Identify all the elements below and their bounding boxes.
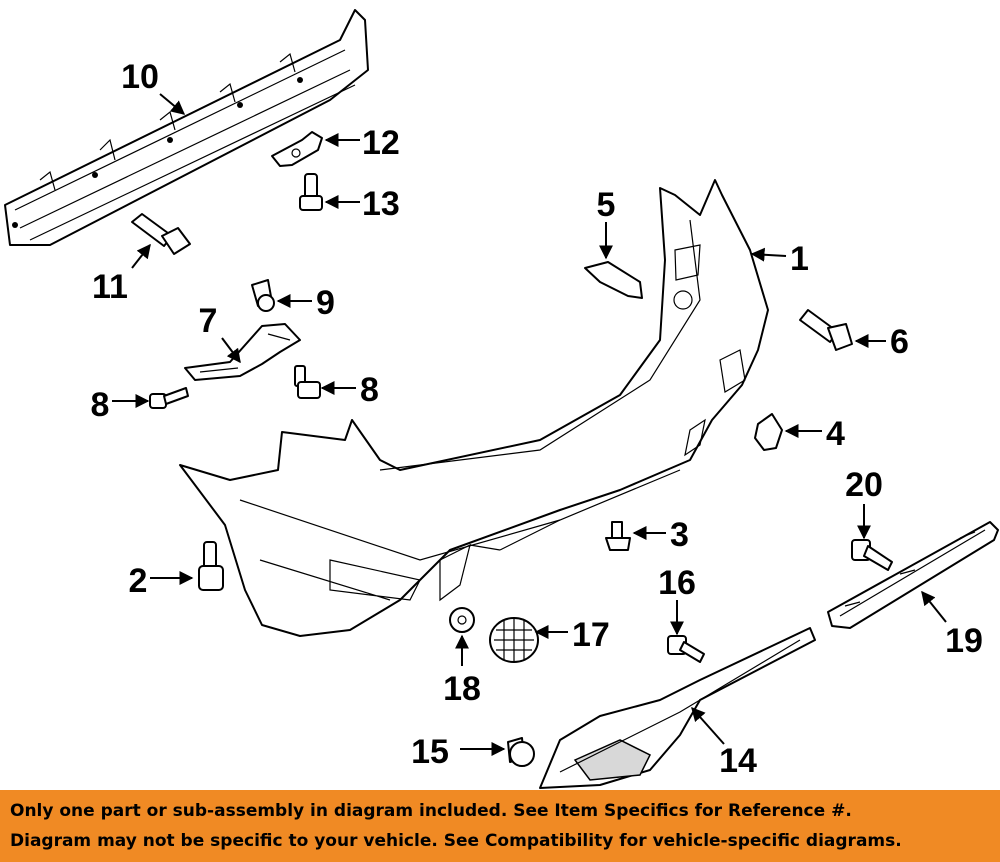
disclaimer-line-2: Diagram may not be specific to your vehi… (10, 831, 902, 851)
callout-8-left: 8 (91, 386, 110, 424)
callout-11: 11 (92, 268, 128, 306)
callout-2: 2 (129, 562, 148, 600)
callout-18: 18 (443, 670, 481, 708)
parts-diagram: 1 2 3 4 5 6 7 8 8 9 10 11 12 13 14 15 16… (4, 9, 999, 789)
callout-16: 16 (658, 564, 696, 602)
lower-molding-part (539, 627, 816, 789)
disclaimer-banner: Only one part or sub-assembly in diagram… (0, 790, 1000, 862)
round-cover-part (489, 617, 539, 663)
callout-3: 3 (670, 516, 689, 554)
bolt-part (799, 309, 853, 351)
callout-19: 19 (945, 622, 983, 660)
callout-14: 14 (719, 742, 757, 780)
callout-10: 10 (121, 58, 159, 96)
screw-part (851, 539, 893, 571)
clip-part (507, 737, 535, 767)
callout-5: 5 (597, 186, 616, 224)
reinforcement-bar-part (4, 9, 369, 246)
callout-7: 7 (199, 302, 218, 340)
callout-15: 15 (411, 733, 449, 771)
disclaimer-line-1: Only one part or sub-assembly in diagram… (10, 801, 852, 821)
side-bracket-part (184, 323, 301, 381)
callout-20: 20 (845, 466, 883, 504)
screw-part (294, 365, 321, 399)
bumper-cover-part (179, 179, 769, 637)
callout-6: 6 (890, 323, 909, 361)
callout-1: 1 (790, 240, 809, 278)
callout-9: 9 (316, 284, 335, 322)
screw-part (667, 635, 705, 663)
callout-leaders (112, 93, 947, 756)
clip-part (449, 607, 475, 633)
callout-12: 12 (362, 124, 400, 162)
clip-part (754, 413, 783, 451)
bumper-bracket-part (584, 261, 643, 299)
callout-labels: 1 2 3 4 5 6 7 8 8 9 10 11 12 13 14 15 16… (91, 58, 983, 780)
bolt-part (131, 213, 191, 255)
callout-8-right: 8 (360, 371, 379, 409)
bolt-part (299, 173, 323, 211)
side-molding-part (827, 521, 999, 629)
callout-4: 4 (826, 415, 845, 453)
clip-part (251, 279, 275, 312)
pin-part (605, 521, 631, 551)
bolt-part (198, 541, 224, 591)
callout-13: 13 (362, 185, 400, 223)
screw-part (149, 387, 189, 409)
callout-17: 17 (572, 616, 610, 654)
